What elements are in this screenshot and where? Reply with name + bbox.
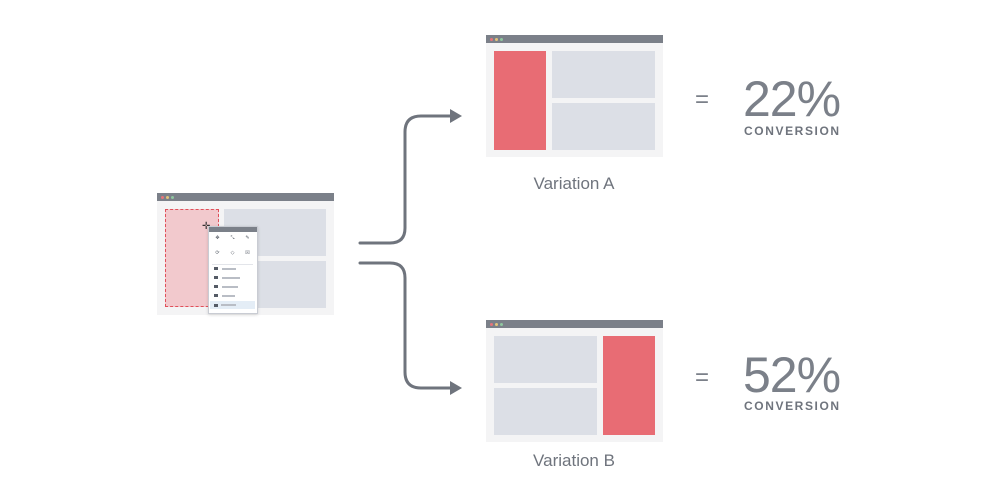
menu-item-highlighted[interactable]: [210, 301, 255, 309]
rearrange-icon[interactable]: ⟳: [215, 250, 220, 256]
maximize-dot-icon: [500, 37, 503, 41]
content-block-bottom: [494, 388, 597, 435]
arrow-to-variation-b: [358, 261, 454, 390]
variation-b-window: [486, 320, 663, 442]
conversion-rate-b: 52%: [743, 347, 841, 403]
arrowhead-b-icon: [450, 381, 462, 395]
variant-block-left: [494, 51, 546, 150]
content-block-top: [494, 336, 597, 383]
variant-block-right: [603, 336, 655, 435]
user-icon: [214, 276, 218, 279]
variation-a-window: [486, 35, 663, 157]
minimize-dot-icon: [166, 195, 169, 199]
pencil-icon: [214, 267, 218, 270]
window-titlebar: [157, 193, 334, 201]
menu-item-html[interactable]: [214, 285, 238, 289]
hide-icon[interactable]: ◇: [230, 250, 235, 256]
move-icon[interactable]: ✥: [215, 235, 220, 241]
close-dot-icon: [490, 37, 493, 41]
move-cursor-icon: ✛: [202, 221, 211, 232]
style-icon[interactable]: ✎: [245, 235, 250, 241]
maximize-dot-icon: [500, 322, 503, 326]
arrow-to-variation-a: [358, 114, 454, 245]
arrowhead-a-icon: [450, 109, 462, 123]
minimize-dot-icon: [495, 322, 498, 326]
menu-divider: [212, 264, 253, 265]
resize-icon[interactable]: ⤡: [230, 235, 235, 241]
close-dot-icon: [490, 322, 493, 326]
editor-menu-header: [209, 227, 257, 232]
menu-item-edit[interactable]: [214, 267, 236, 271]
close-dot-icon: [161, 195, 164, 199]
menu-item-link[interactable]: [214, 294, 235, 298]
minimize-dot-icon: [495, 37, 498, 41]
window-titlebar: [486, 35, 663, 43]
editor-context-menu[interactable]: ✥ ⤡ ✎ ⟳ ◇ ☒: [208, 226, 258, 314]
conversion-label-b: CONVERSION: [744, 399, 841, 413]
content-block-top: [552, 51, 655, 98]
code-icon: [214, 285, 218, 288]
remove-icon[interactable]: ☒: [245, 250, 250, 256]
variation-b-label: Variation B: [533, 451, 615, 470]
menu-item-select[interactable]: [214, 276, 240, 280]
search-icon: [214, 304, 218, 307]
variation-a-label: Variation A: [533, 174, 615, 193]
window-titlebar: [486, 320, 663, 328]
link-icon: [214, 294, 218, 297]
equals-sign-a: =: [695, 86, 710, 113]
conversion-label-a: CONVERSION: [744, 124, 841, 138]
content-block-bottom: [552, 103, 655, 150]
conversion-rate-a: 22%: [743, 71, 841, 127]
maximize-dot-icon: [171, 195, 174, 199]
equals-sign-b: =: [695, 364, 710, 391]
